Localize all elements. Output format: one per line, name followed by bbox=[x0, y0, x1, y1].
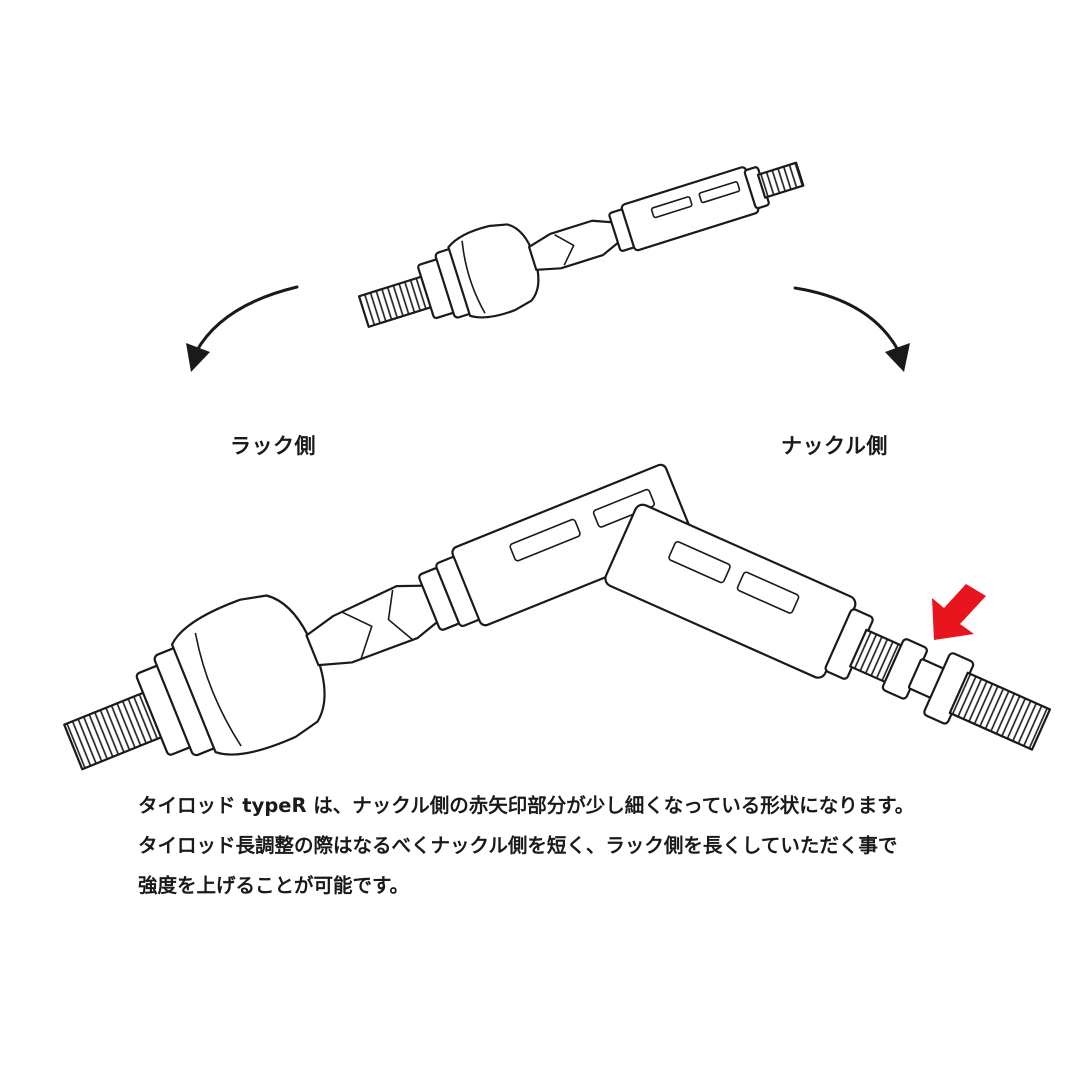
description-line-3: 強度を上げることが可能です。 bbox=[138, 874, 410, 897]
curved-arrow-down-right-icon bbox=[793, 286, 910, 372]
rack-side-closeup bbox=[63, 463, 695, 771]
rack-side-label: ラック側 bbox=[230, 434, 316, 458]
knuckle-side-label: ナックル側 bbox=[781, 434, 888, 458]
knuckle-side-closeup bbox=[604, 503, 1052, 751]
description-line-1: タイロッド typeR は、ナックル側の赤矢印部分が少し細くなっている形状になり… bbox=[138, 794, 915, 817]
description-text: タイロッド typeR は、ナックル側の赤矢印部分が少し細くなっている形状になり… bbox=[138, 786, 1038, 906]
red-arrow-icon bbox=[932, 584, 986, 640]
description-line-2: タイロッド長調整の際はなるべくナックル側を短く、ラック側を長くしていただく事で bbox=[138, 834, 898, 857]
tie-rod-full bbox=[357, 161, 805, 328]
curved-arrow-down-left-icon bbox=[186, 285, 299, 372]
